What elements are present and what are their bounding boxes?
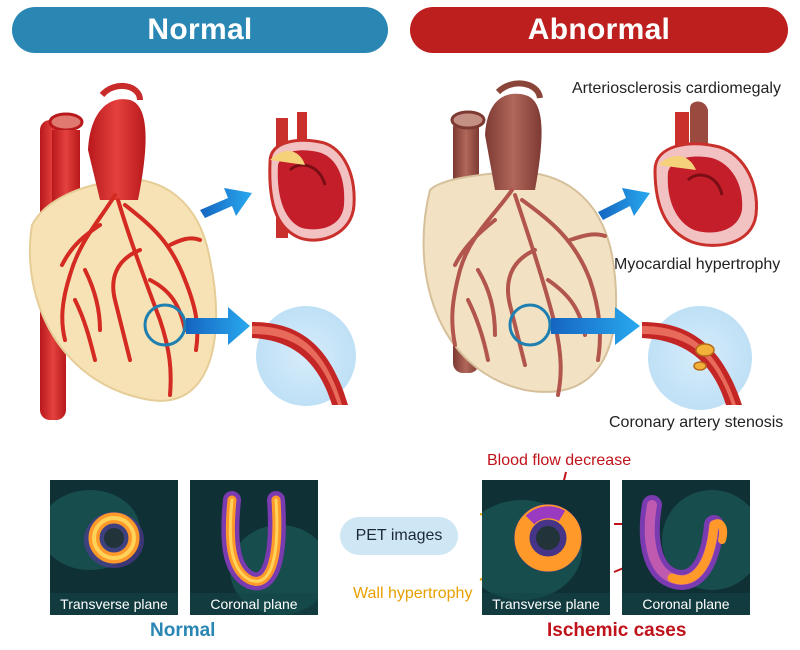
arteriosclerosis-label: Arteriosclerosis cardiomegaly xyxy=(572,80,781,97)
abnormal-heart xyxy=(422,80,650,397)
normal-footer: Normal xyxy=(150,620,216,641)
blood-flow-decrease-label: Blood flow decrease xyxy=(487,452,632,469)
pet-caption: Transverse plane xyxy=(50,593,178,615)
pet-ischemic-coronal: Coronal plane xyxy=(622,480,750,615)
pet-ischemic-transverse: Transverse plane xyxy=(482,480,610,615)
pet-caption: Coronal plane xyxy=(190,593,318,615)
abnormal-cross-section xyxy=(653,101,758,247)
wall-hypertrophy-label: Wall hypertrophy xyxy=(353,585,473,602)
normal-heart xyxy=(28,83,252,420)
myocardial-label: Myocardial hypertrophy xyxy=(614,256,781,273)
stenosis-artery xyxy=(642,306,752,410)
pet-normal-transverse: Transverse plane xyxy=(50,480,178,615)
pet-normal-coronal: Coronal plane xyxy=(190,480,318,615)
abnormal-header: Abnormal xyxy=(410,7,788,53)
normal-cross-section xyxy=(268,112,356,242)
pet-caption: Coronal plane xyxy=(622,593,750,615)
pet-caption: Transverse plane xyxy=(482,593,610,615)
normal-header: Normal xyxy=(12,7,388,53)
normal-artery xyxy=(252,306,356,406)
pet-images-pill: PET images xyxy=(340,517,458,555)
stenosis-label: Coronary artery stenosis xyxy=(609,414,784,431)
ischemic-footer: Ischemic cases xyxy=(547,620,687,641)
